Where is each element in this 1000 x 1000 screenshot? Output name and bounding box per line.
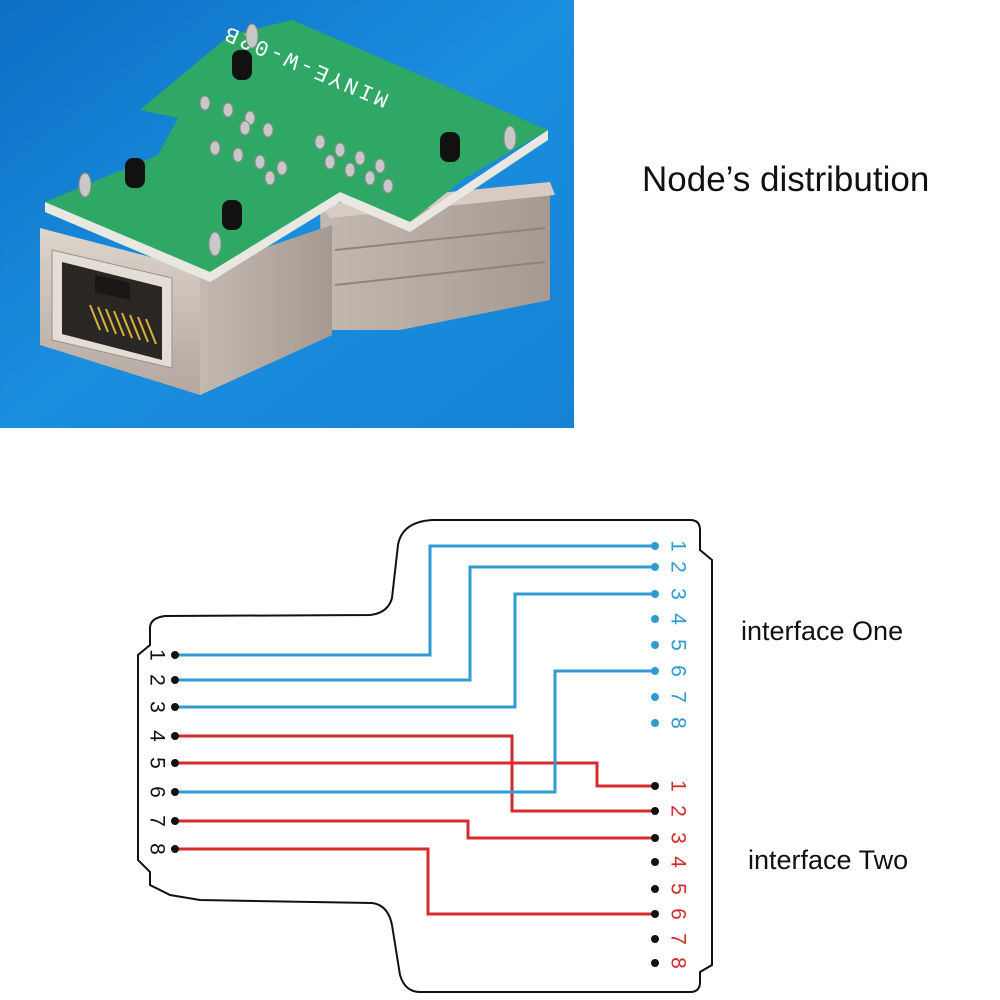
pcb-board: MINYE-W-02B xyxy=(45,19,548,282)
interface-two-pin-6 xyxy=(651,910,659,918)
interface-two-pin-label-3: 3 xyxy=(667,832,690,844)
wire-group xyxy=(175,544,655,916)
interface-two-pin-4 xyxy=(651,858,659,866)
interface-two-pin-label-5: 5 xyxy=(667,883,690,895)
interface-two-label: interface Two xyxy=(748,845,909,875)
interface-one-pin-label-3: 3 xyxy=(667,588,690,600)
wire-pin-1 xyxy=(175,544,655,657)
input-pin-5 xyxy=(171,759,179,767)
input-pin-6 xyxy=(171,788,179,796)
wire-pin-4 xyxy=(175,734,655,813)
board-outline xyxy=(137,519,713,993)
input-pin-label-6: 6 xyxy=(146,786,169,798)
interface-two-pin-7 xyxy=(651,935,659,943)
input-pin-label-5: 5 xyxy=(146,757,169,769)
interface-one-pin-7 xyxy=(651,693,659,701)
interface-one-pin-label-6: 6 xyxy=(667,665,690,677)
input-pin-label-2: 2 xyxy=(146,674,169,686)
page-title: Node’s distribution xyxy=(642,160,930,199)
input-pin-2 xyxy=(171,676,179,684)
interface-two-pin-label-4: 4 xyxy=(667,856,690,868)
interface-two-pin-label-8: 8 xyxy=(667,957,690,969)
input-pin-1 xyxy=(171,651,179,659)
interface-two-pin-3 xyxy=(651,834,659,842)
wire-pin-5 xyxy=(175,761,655,788)
interface-one-label: interface One xyxy=(741,616,904,646)
interface-one-pin-label-7: 7 xyxy=(667,691,690,703)
input-pin-label-7: 7 xyxy=(146,815,169,827)
wire-pin-2 xyxy=(175,565,655,682)
interface-two-pin-label-7: 7 xyxy=(667,933,690,945)
input-pin-7 xyxy=(171,817,179,825)
jack-contacts xyxy=(89,304,157,345)
interface-two-pin-1 xyxy=(651,782,659,790)
input-pin-3 xyxy=(171,703,179,711)
interface-two-pin-label-6: 6 xyxy=(667,908,690,920)
pin-group xyxy=(171,542,659,967)
pin-label-group: 1 2 3 4 5 6 7 8 1 2 3 4 5 6 7 8 1 2 3 4 5 6 7 8 xyxy=(146,540,690,969)
input-pin-4 xyxy=(171,732,179,740)
interface-one-pin-label-5: 5 xyxy=(667,639,690,651)
interface-one-pin-3 xyxy=(651,590,659,598)
interface-one-pin-2 xyxy=(651,563,659,571)
interface-one-pin-label-8: 8 xyxy=(667,717,690,729)
wire-pin-8 xyxy=(175,847,655,916)
interface-one-pin-4 xyxy=(651,615,659,623)
interface-two-pin-label-2: 2 xyxy=(667,805,690,817)
interface-one-pin-label-4: 4 xyxy=(667,613,690,625)
input-pin-label-8: 8 xyxy=(146,843,169,855)
product-photo: MINYE-W-02B xyxy=(0,0,574,428)
wire-pin-3 xyxy=(175,592,655,709)
input-pin-label-4: 4 xyxy=(146,730,169,742)
interface-one-pin-label-2: 2 xyxy=(667,561,690,573)
input-pin-label-3: 3 xyxy=(146,701,169,713)
wire-pin-7 xyxy=(175,819,655,840)
mounting-posts xyxy=(125,50,460,230)
interface-two-pin-5 xyxy=(651,885,659,893)
interface-two-pin-2 xyxy=(651,807,659,815)
interface-one-pin-6 xyxy=(651,667,659,675)
interface-two-pin-8 xyxy=(651,959,659,967)
interface-one-pin-8 xyxy=(651,719,659,727)
interface-one-pin-label-1: 1 xyxy=(667,540,690,552)
interface-two-pin-label-1: 1 xyxy=(667,780,690,792)
input-pin-label-1: 1 xyxy=(146,649,169,661)
input-pin-8 xyxy=(171,845,179,853)
solder-pins xyxy=(78,23,517,257)
interface-one-pin-5 xyxy=(651,641,659,649)
interface-one-pin-1 xyxy=(651,542,659,550)
wire-pin-6 xyxy=(175,669,655,794)
